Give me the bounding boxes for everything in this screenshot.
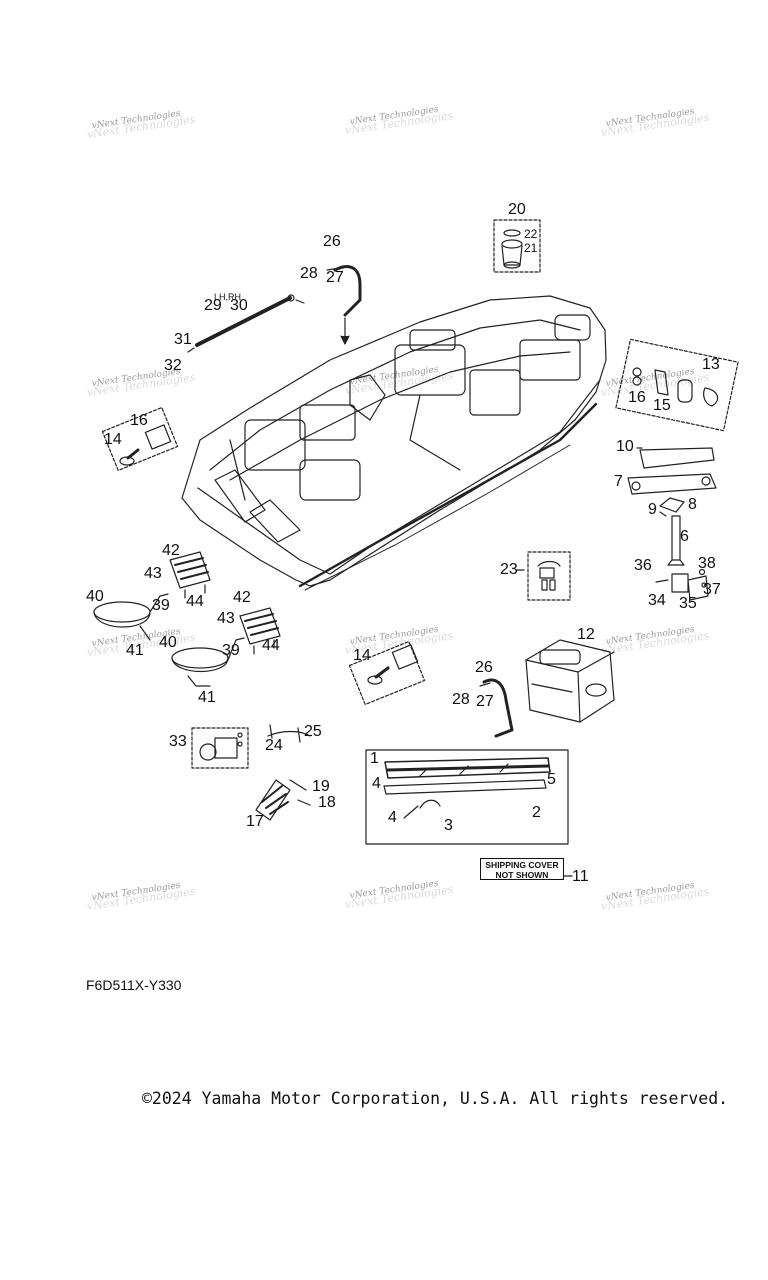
callout-26: 26	[475, 659, 493, 676]
callout-2: 2	[532, 804, 541, 821]
callout-42: 42	[233, 589, 251, 606]
shipping-cover-note: SHIPPING COVER NOT SHOWN	[480, 858, 564, 880]
callout-20: 20	[508, 201, 526, 218]
callout-41: 41	[126, 642, 144, 659]
callout-44: 44	[262, 637, 280, 654]
callout-43: 43	[217, 610, 235, 627]
callout-4: 4	[372, 775, 381, 792]
callout-32: 32	[164, 357, 182, 374]
callout-42: 42	[162, 542, 180, 559]
callout-21: 21	[524, 241, 538, 255]
callout-14: 14	[104, 431, 122, 448]
callout-28: 28	[300, 265, 318, 282]
callout-43: 43	[144, 565, 162, 582]
boat-hull-drawing	[181, 295, 607, 591]
callout-16: 16	[130, 412, 148, 429]
callout-14: 14	[353, 647, 371, 664]
callout-22: 22	[524, 227, 538, 241]
callout-7: 7	[614, 473, 623, 490]
shipping-cover-line1: SHIPPING COVER	[485, 860, 559, 870]
callout-4: 4	[388, 809, 397, 826]
callout-27: 27	[326, 269, 344, 286]
copyright-notice: ©2024 Yamaha Motor Corporation, U.S.A. A…	[142, 1089, 729, 1108]
callout-29: 29	[204, 297, 222, 314]
callout-16: 16	[628, 389, 646, 406]
callout-23: 23	[500, 561, 518, 578]
callout-9: 9	[648, 501, 657, 518]
callout-37: 37	[703, 581, 721, 598]
callout-36: 36	[634, 557, 652, 574]
callout-6: 6	[680, 528, 689, 545]
callout-13: 13	[702, 356, 720, 373]
side-label: LH,RH	[214, 292, 242, 302]
callout-1: 1	[370, 750, 379, 767]
callout-8: 8	[688, 496, 697, 513]
callout-26: 26	[323, 233, 341, 250]
callout-39: 39	[222, 642, 240, 659]
callout-17: 17	[246, 813, 264, 830]
callout-5: 5	[547, 771, 556, 788]
shipping-cover-line2: NOT SHOWN	[495, 870, 549, 880]
callout-35: 35	[679, 595, 697, 612]
callout-28: 28	[452, 691, 470, 708]
callout-33: 33	[169, 733, 187, 750]
diagram-code: F6D511X-Y330	[86, 977, 182, 993]
callout-27: 27	[476, 693, 494, 710]
callout-10: 10	[616, 438, 634, 455]
callout-31: 31	[174, 331, 192, 348]
callout-41: 41	[198, 689, 216, 706]
callout-30: 30	[230, 297, 248, 314]
callout-24: 24	[265, 737, 283, 754]
callout-34: 34	[648, 592, 666, 609]
callout-38: 38	[698, 555, 716, 572]
callout-25: 25	[304, 723, 322, 740]
callout-40: 40	[86, 588, 104, 605]
callout-3: 3	[444, 817, 453, 834]
callout-19: 19	[312, 778, 330, 795]
callout-15: 15	[653, 397, 671, 414]
callout-18: 18	[318, 794, 336, 811]
callout-44: 44	[186, 593, 204, 610]
callout-39: 39	[152, 597, 170, 614]
callout-12: 12	[577, 626, 595, 643]
callout-40: 40	[159, 634, 177, 651]
callout-11: 11	[572, 868, 589, 885]
